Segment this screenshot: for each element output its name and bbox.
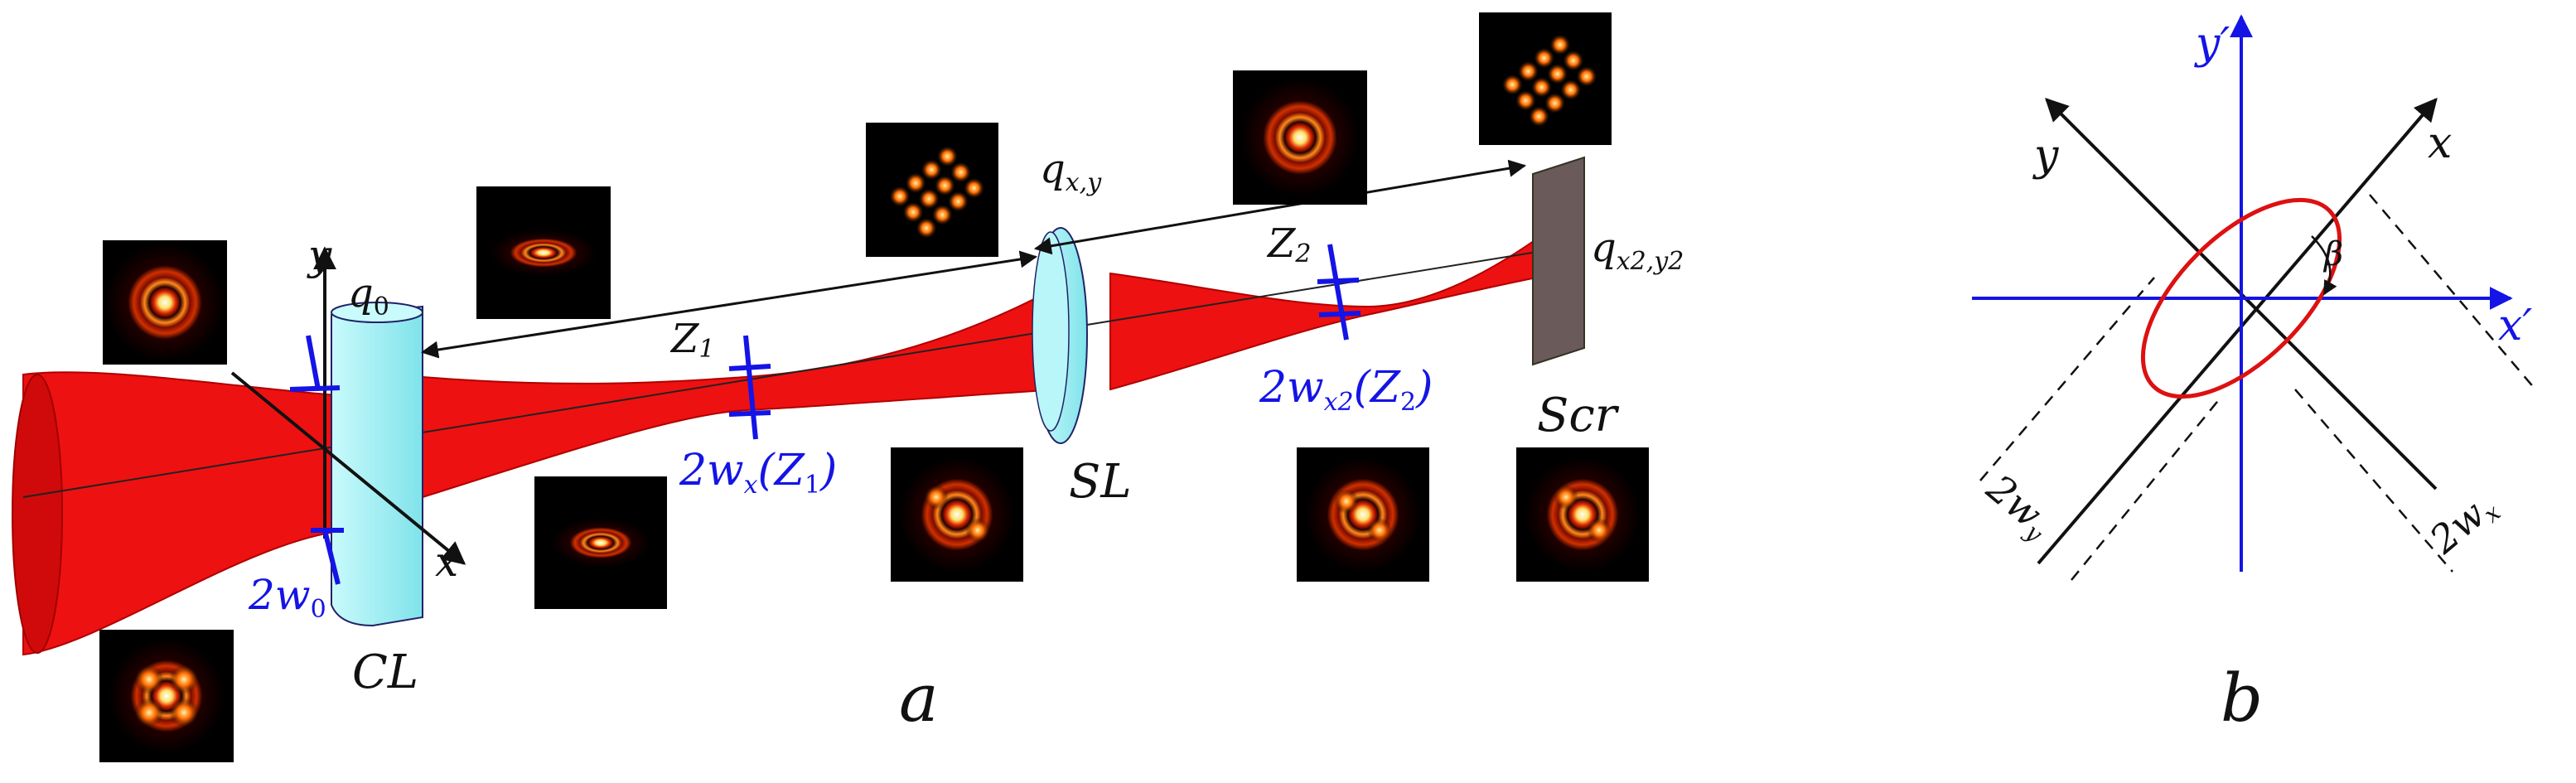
label-sl: SL <box>1069 455 1132 509</box>
mode-inset-ring-2 <box>1233 70 1367 205</box>
wx1-marker <box>728 335 771 440</box>
mode-inset-lattice-2 <box>1479 12 1612 145</box>
label-qx2y2: qx2,y2 <box>1591 225 1684 276</box>
label-x-b: x <box>2428 118 2452 168</box>
label-y-cl: y <box>307 231 332 279</box>
mode-inset-ellipse-ring <box>476 186 611 319</box>
label-q0: q0 <box>348 270 389 321</box>
beam-ellipse <box>2140 197 2342 399</box>
label-xprime: x′ <box>2498 301 2532 350</box>
label-cl: CL <box>352 645 418 699</box>
mode-inset-clover-bottom-left <box>99 630 234 762</box>
dashed-guide-4 <box>2294 389 2453 573</box>
label-2wy-b: 2wy <box>1976 465 2062 548</box>
label-2wx2-z2: 2wx2(Z2) <box>1259 363 1433 417</box>
axis-x-cl <box>230 371 466 565</box>
mode-inset-distorted-2 <box>1297 447 1429 582</box>
beta-arc <box>2311 235 2337 296</box>
dashed-guide-2 <box>2071 397 2221 581</box>
panel-b-label: b <box>2221 660 2263 737</box>
wx2-marker <box>1317 244 1361 341</box>
beam-section-output <box>1109 222 1559 391</box>
mode-inset-lattice-ellipse <box>534 476 667 609</box>
label-y-b: y <box>2032 131 2059 181</box>
dashed-guide-1 <box>1979 277 2155 481</box>
screen <box>1532 156 1585 366</box>
label-qxy: qx,y <box>1040 146 1102 197</box>
mode-inset-distorted-3 <box>1516 447 1649 582</box>
mode-inset-ring-top-left <box>103 240 227 365</box>
distance-z1-arrow <box>420 250 1038 359</box>
optical-axis <box>22 248 1559 498</box>
beam-cross-section-ellipse <box>12 374 63 654</box>
label-scr: Scr <box>1537 389 1620 442</box>
spherical-lens <box>1032 227 1088 444</box>
mode-inset-distorted-1 <box>891 447 1023 582</box>
label-2wx-z1: 2wx(Z1) <box>679 446 837 500</box>
label-2wx-b: 2wx <box>2421 483 2506 565</box>
label-yprime: y′ <box>2194 19 2230 69</box>
panel-a: y x q0 qx,y qx2,y2 Z1 Z2 SL CL Scr 2w0 2… <box>12 12 1684 762</box>
label-beta: β <box>2322 235 2343 273</box>
panel-a-label: a <box>899 660 939 737</box>
label-z2: Z2 <box>1266 220 1311 268</box>
distance-z2-arrow <box>1033 159 1527 255</box>
label-x-cl: x <box>435 538 458 586</box>
panel-b: x y x′ y′ β 2wx 2wy b <box>1972 14 2536 737</box>
label-2w0: 2w0 <box>248 571 326 624</box>
cylindrical-lens <box>331 302 423 627</box>
w0-marker <box>289 335 344 585</box>
dashed-guide-3 <box>2369 194 2536 390</box>
mode-inset-lattice-1 <box>866 123 998 257</box>
axis-x-rotated <box>2037 97 2438 565</box>
label-z1: Z1 <box>669 316 714 364</box>
